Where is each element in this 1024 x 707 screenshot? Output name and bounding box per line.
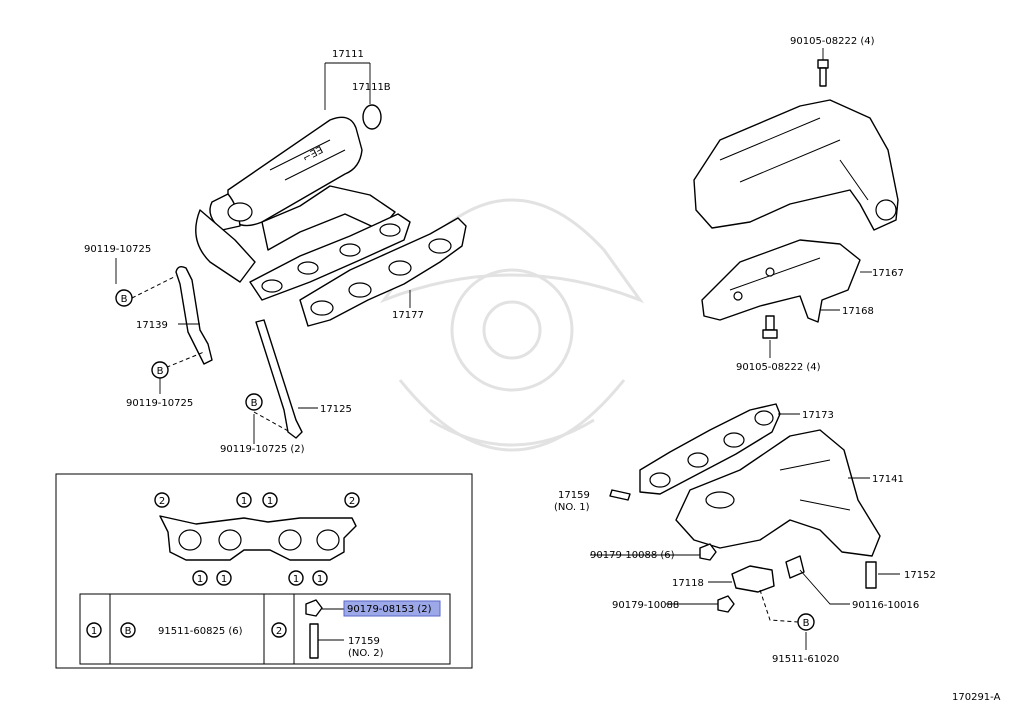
- legend-nut-icon: [305, 599, 323, 617]
- legend-callout-1-d: 1: [216, 570, 232, 586]
- label-17152[interactable]: 17152: [904, 570, 936, 581]
- label-17139[interactable]: 17139: [136, 320, 168, 331]
- svg-text:1: 1: [91, 626, 97, 637]
- label-17177[interactable]: 17177: [392, 310, 424, 321]
- legend-callout-1-f: 1: [312, 570, 328, 586]
- heat-insulator-17168[interactable]: [701, 239, 861, 323]
- svg-text:1: 1: [267, 496, 273, 507]
- label-17141[interactable]: 17141: [872, 474, 904, 485]
- svg-text:2: 2: [159, 496, 165, 507]
- callout-b-2: B: [151, 361, 169, 379]
- label-90105-bottom[interactable]: 90105-08222 (4): [736, 362, 821, 373]
- svg-text:B: B: [121, 294, 128, 305]
- nut-90179-b[interactable]: [717, 595, 735, 613]
- label-90105-top[interactable]: 90105-08222 (4): [790, 36, 875, 47]
- stud-17159-no1[interactable]: [609, 489, 631, 501]
- stud-17152[interactable]: [865, 561, 877, 589]
- svg-text:B: B: [157, 366, 164, 377]
- plug-17111b[interactable]: [362, 104, 382, 130]
- legend-cell2-nut[interactable]: 90179-08153 (2): [347, 604, 432, 615]
- bolt-90105-bottom[interactable]: [762, 315, 778, 339]
- leader-lines: [115, 48, 900, 650]
- callout-b-4: B: [797, 613, 815, 631]
- watermark-emblem: [379, 198, 645, 452]
- label-91511-b[interactable]: 91511-61020: [772, 654, 839, 665]
- bracket-17118[interactable]: [731, 565, 775, 593]
- svg-text:2: 2: [276, 626, 282, 637]
- legend-callout-1-b: 1: [262, 492, 278, 508]
- label-17168[interactable]: 17168: [842, 306, 874, 317]
- svg-text:1: 1: [241, 496, 247, 507]
- label-90179-b[interactable]: 90179-10088: [612, 600, 679, 611]
- legend-cell1-part[interactable]: 91511-60825 (6): [158, 626, 243, 637]
- heat-insulator-17167[interactable]: [693, 99, 899, 231]
- svg-text:1: 1: [197, 574, 203, 585]
- svg-text:2: 2: [349, 496, 355, 507]
- svg-text:B: B: [125, 626, 132, 637]
- label-90116[interactable]: 90116-10016: [852, 600, 919, 611]
- svg-text:1: 1: [293, 574, 299, 585]
- callout-b-1: B: [115, 289, 133, 307]
- label-17173[interactable]: 17173: [802, 410, 834, 421]
- svg-text:1: 1: [221, 574, 227, 585]
- label-90119-low[interactable]: 90119-10725 (2): [220, 444, 305, 455]
- svg-text:1: 1: [317, 574, 323, 585]
- label-17125[interactable]: 17125: [320, 404, 352, 415]
- stay-17125[interactable]: [255, 319, 303, 439]
- callout-b-3: B: [245, 393, 263, 411]
- svg-text:B: B: [251, 398, 258, 409]
- legend-nut-highlight: [343, 600, 441, 617]
- legend-cell1-number: 1: [86, 622, 102, 638]
- legend-stud-icon: [309, 623, 319, 659]
- bracket-17139[interactable]: [175, 265, 213, 365]
- legend-cell1-callout-b: B: [120, 622, 136, 638]
- label-17159[interactable]: 17159: [558, 490, 590, 501]
- label-90119-top[interactable]: 90119-10725: [84, 244, 151, 255]
- legend-callout-1-e: 1: [288, 570, 304, 586]
- label-17118[interactable]: 17118: [672, 578, 704, 589]
- stud-90116[interactable]: [785, 555, 805, 579]
- intake-manifold-17111[interactable]: ⌐∃∃: [195, 116, 396, 283]
- nut-90179-a[interactable]: [699, 543, 717, 561]
- legend-callout-1-c: 1: [192, 570, 208, 586]
- exhaust-gasket-17173[interactable]: [639, 403, 781, 495]
- legend-callout-2-b: 2: [344, 492, 360, 508]
- legend-cell2-stud-sub: (NO. 2): [348, 648, 384, 659]
- manifold-flange: [249, 213, 411, 301]
- diagram-id: 170291-A: [952, 692, 1001, 703]
- label-90179-a[interactable]: 90179-10088 (6): [590, 550, 675, 561]
- bolt-90105-top[interactable]: [817, 59, 829, 87]
- label-17159-no1: (NO. 1): [554, 502, 590, 513]
- legend-box: 2 1 1 2 1 1 1 1 1 B 91511-60825 (6) 2 90…: [55, 473, 473, 669]
- label-90119-mid[interactable]: 90119-10725: [126, 398, 193, 409]
- legend-cell2-stud[interactable]: 17159: [348, 636, 380, 647]
- legend-callout-1-a: 1: [236, 492, 252, 508]
- legend-callout-2-a: 2: [154, 492, 170, 508]
- legend-cell2-number: 2: [271, 622, 287, 638]
- svg-text:B: B: [803, 618, 810, 629]
- label-17111[interactable]: 17111: [332, 49, 364, 60]
- label-17167[interactable]: 17167: [872, 268, 904, 279]
- legend-gasket: [159, 515, 357, 561]
- exhaust-manifold-17141[interactable]: [675, 429, 881, 557]
- gasket-17177[interactable]: [299, 217, 467, 327]
- label-17111b[interactable]: 17111B: [352, 82, 391, 93]
